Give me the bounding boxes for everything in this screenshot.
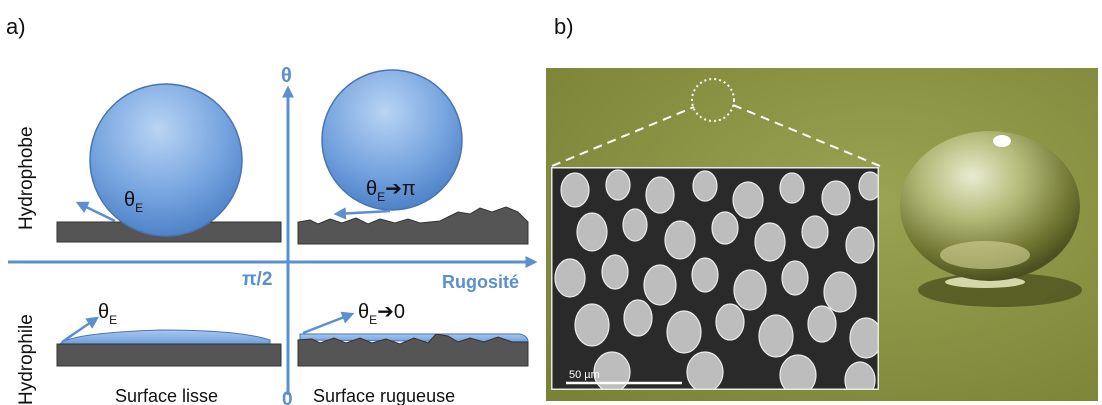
drop-smooth-hydrophobe [89, 83, 243, 237]
zoom-line-left [551, 106, 695, 167]
x-axis-label: Rugosité [442, 272, 519, 292]
contact-angle-arrow-1 [75, 201, 116, 223]
theta-smooth-hydrophile: θE [98, 301, 117, 327]
panel-a-label: a) [6, 14, 26, 39]
theta-rough-hydrophile: θE➔0 [358, 301, 405, 327]
contact-angle-arrow-2 [333, 207, 391, 220]
substrate-smooth-bottom [56, 343, 282, 367]
panel-b-label: b) [554, 14, 574, 39]
origin-label: π/2 [242, 269, 272, 290]
zoom-region-marker [691, 78, 735, 122]
substrate-rough-top [297, 206, 529, 245]
substrate-rough-bottom [297, 333, 529, 367]
drop-rough-hydrophobe [321, 69, 463, 211]
contact-angle-arrow-4 [302, 311, 355, 335]
droplet-highlight [993, 135, 1011, 147]
row-label-hydrophile: Hydrophile [16, 314, 37, 405]
caption-surface-lisse: Surface lisse [115, 386, 218, 405]
scale-bar-label: 50 µm [569, 369, 600, 381]
row-label-hydrophobe: Hydrophobe [16, 126, 37, 230]
film-smooth-hydrophile [58, 329, 271, 345]
y-axis-bottom-label: 0 [282, 389, 293, 405]
water-droplet [900, 131, 1080, 281]
caption-surface-rugueuse: Surface rugueuse [313, 386, 455, 405]
y-axis-top-label: θ [281, 65, 292, 87]
zoom-line-right [732, 104, 881, 167]
contact-angle-arrow-3 [61, 316, 100, 344]
theta-smooth-hydrophobe: θE [124, 189, 143, 215]
theta-rough-hydrophobe: θE➔π [366, 178, 416, 204]
sem-inset [551, 167, 879, 390]
droplet-base-glow [940, 241, 1030, 269]
